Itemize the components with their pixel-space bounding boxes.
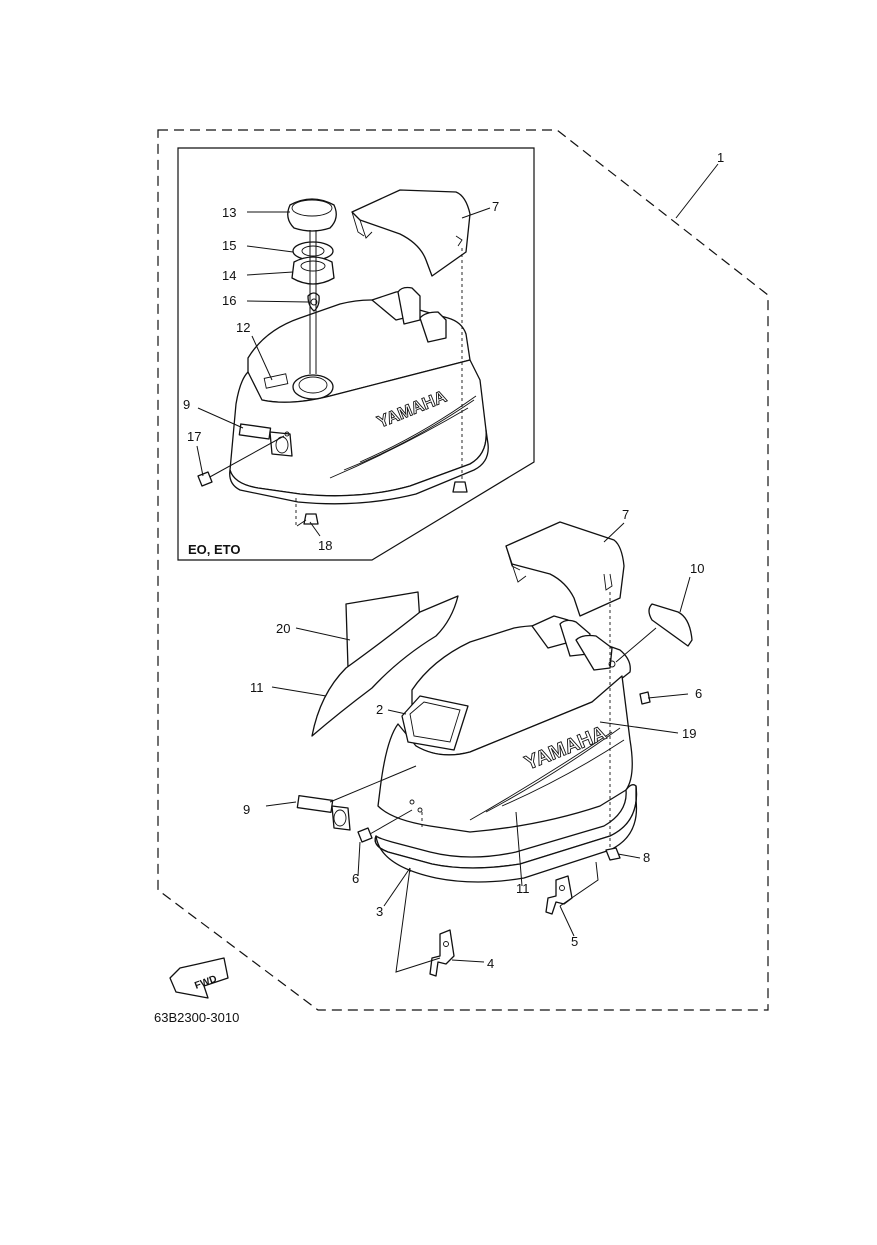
main-top-cowling: YAMAHA	[377, 615, 633, 833]
callout-19: 19	[682, 726, 696, 741]
callout-16: 16	[222, 293, 236, 308]
callout-1: 1	[717, 150, 724, 165]
callout-3: 3	[376, 904, 383, 919]
inset-variant-label: EO, ETO	[188, 542, 241, 557]
callout-7b: 7	[622, 507, 629, 522]
callout-2: 2	[376, 702, 383, 717]
main-side-decal-right	[648, 603, 693, 647]
main-side-decals-left	[311, 591, 459, 737]
callout-14: 14	[222, 268, 236, 283]
main-emblem	[296, 795, 351, 831]
callout-18: 18	[318, 538, 332, 553]
assembly-boundary	[157, 129, 769, 1011]
callout-10: 10	[690, 561, 704, 576]
callout-17: 17	[187, 429, 201, 444]
inset-top-cowling: YAMAHA	[229, 286, 489, 505]
inset-oil-cap-parts	[287, 198, 337, 374]
callout-15: 15	[222, 238, 236, 253]
inset-box	[177, 147, 535, 561]
callout-20: 20	[276, 621, 290, 636]
callout-5: 5	[571, 934, 578, 949]
fwd-arrow-icon: FWD	[169, 957, 229, 999]
main-cowling-seal	[374, 784, 638, 883]
callout-11b: 11	[516, 881, 530, 896]
callout-11a: 11	[250, 680, 264, 695]
callout-13: 13	[222, 205, 236, 220]
callout-4: 4	[487, 956, 494, 971]
callout-9a: 9	[183, 397, 190, 412]
callouts: 1 13 15 14 16 12 7 9 17 18 EO, ETO 7 10 …	[183, 150, 724, 971]
callout-7a: 7	[492, 199, 499, 214]
callout-12: 12	[236, 320, 250, 335]
main-fasteners	[357, 592, 651, 977]
callout-6a: 6	[695, 686, 702, 701]
inset-top-cover	[351, 189, 471, 277]
leader-lines	[196, 163, 719, 973]
drawing-code: 63B2300-3010	[154, 1010, 239, 1025]
callout-8: 8	[643, 850, 650, 865]
callout-6b: 6	[352, 871, 359, 886]
inset-fasteners	[197, 248, 468, 527]
main-top-cover	[505, 521, 625, 617]
callout-9b: 9	[243, 802, 250, 817]
